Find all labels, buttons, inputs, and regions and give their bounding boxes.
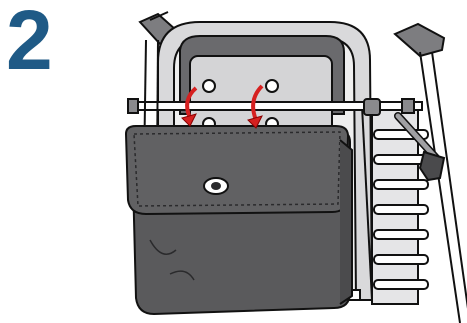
clasp-icon [204,178,228,194]
bag [126,126,352,314]
